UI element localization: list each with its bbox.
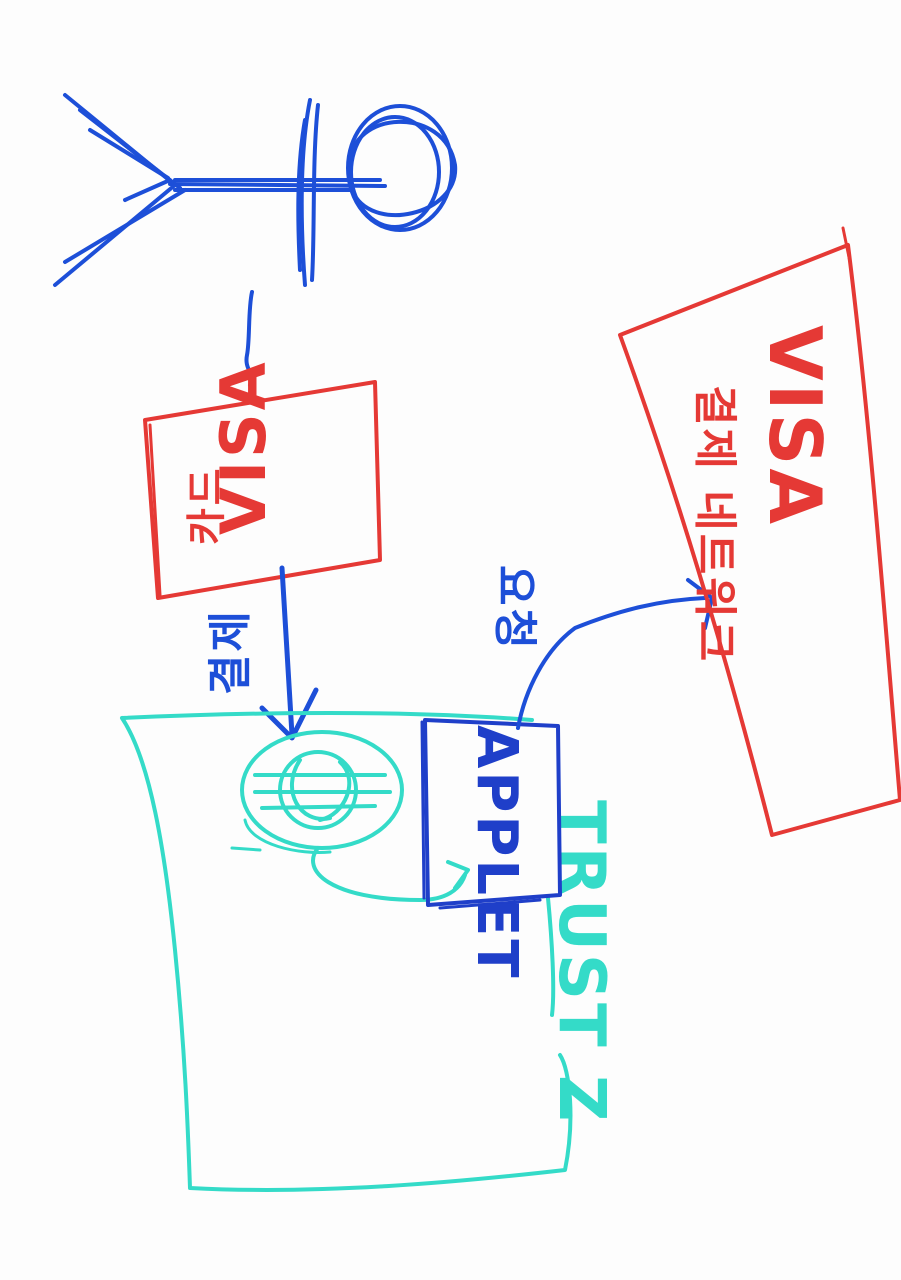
stick-figure-icon bbox=[53, 93, 458, 287]
tee-coin bbox=[230, 730, 470, 902]
trust-zone-label: TRUST Z bbox=[544, 800, 618, 1124]
applet-label: APPLET bbox=[464, 725, 529, 981]
edge-label-request: 요청 bbox=[489, 565, 540, 652]
trust-zone: TRUST Z bbox=[120, 710, 618, 1192]
visa-card-box: VISA 카드 bbox=[143, 359, 382, 600]
coin-icon bbox=[253, 750, 392, 830]
visa-network-box: VISA 결제 네트워크 bbox=[618, 226, 901, 837]
applet-box: APPLET bbox=[420, 718, 562, 981]
visa-network-title: VISA bbox=[753, 325, 837, 527]
actor bbox=[53, 93, 458, 287]
visa-network-subtitle: 결제 네트워크 bbox=[689, 385, 740, 664]
edge-label-tap: 결제 bbox=[205, 608, 256, 695]
visa-card-title: VISA bbox=[207, 359, 280, 535]
visa-card-subtitle: 카드 bbox=[184, 465, 230, 545]
connector-actor-card bbox=[244, 290, 254, 387]
arrow-applet-to-network bbox=[516, 578, 714, 730]
